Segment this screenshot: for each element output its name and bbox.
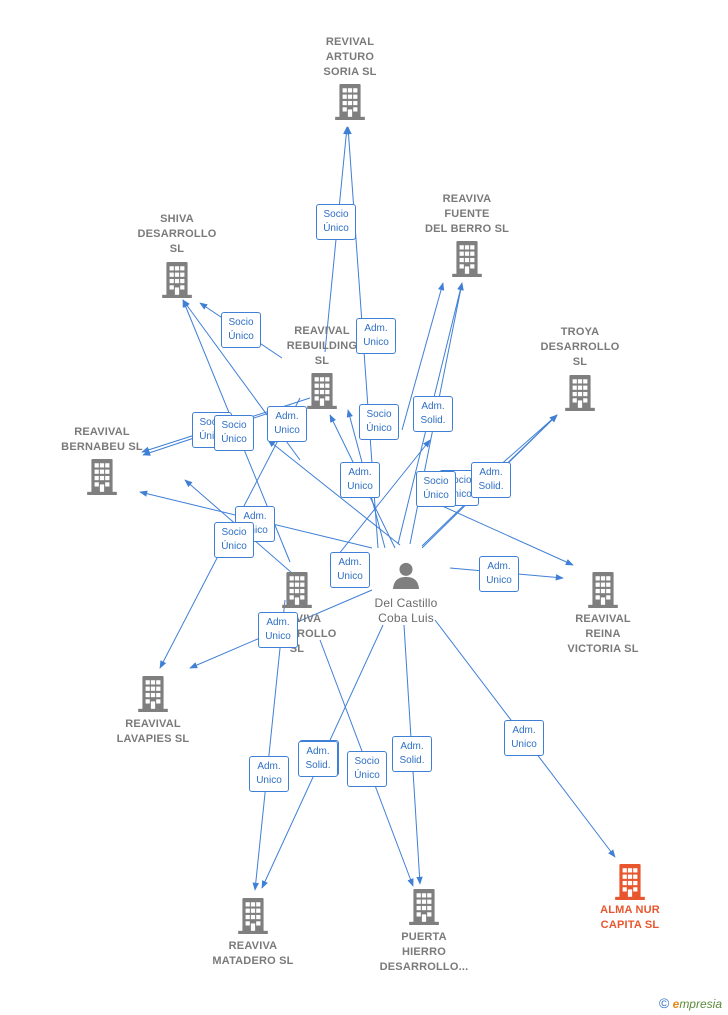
edge-label-21[interactable]: Adm. Solid. (392, 736, 432, 772)
edge-line-19 (329, 439, 431, 566)
building-icon[interactable] (588, 572, 618, 608)
edge-label-4[interactable]: Adm. Solid. (413, 396, 453, 432)
node-label-arturo[interactable]: REVIVAL ARTURO SORIA SL (323, 36, 377, 78)
building-icon[interactable] (138, 676, 168, 712)
edge-label-13[interactable]: Adm. Unico (235, 506, 275, 542)
edge-line-18 (267, 439, 401, 546)
node-label-puerta[interactable]: PUERTA HIERRO DESARROLLO... (379, 931, 469, 973)
building-icon[interactable] (282, 572, 312, 608)
node-label-rebuilding[interactable]: REAVIVAL REBUILDING SL (286, 325, 358, 367)
edge-label-5[interactable]: Socio Único (359, 404, 399, 440)
edge-line-7 (439, 504, 574, 566)
edge-line-16 (401, 282, 445, 431)
edge-label-6[interactable]: Adm. Unico (267, 406, 307, 442)
brand-logo[interactable]: empresia (672, 997, 722, 1011)
building-icon[interactable] (452, 241, 482, 277)
copyright-icon: © (658, 995, 670, 1011)
node-label-alma[interactable]: ALMA NUR CAPITA SL (600, 904, 660, 931)
edge-label-22[interactable]: Socio Único (347, 751, 387, 787)
node-label-shiva[interactable]: SHIVA DESARROLLO SL (137, 213, 217, 255)
building-icon[interactable] (615, 864, 645, 900)
edge-label-15[interactable]: Adm. Unico (330, 552, 370, 588)
node-label-matadero[interactable]: REAVIVA MATADERO SL (212, 940, 294, 967)
edge-label-8[interactable]: Socio Único (214, 415, 254, 451)
node-label-troya[interactable]: TROYA DESARROLLO SL (540, 326, 620, 368)
edge-label-3[interactable]: Socio Único (221, 312, 261, 348)
edge-label-17[interactable]: Adm. Unico (258, 612, 298, 648)
person-icon[interactable] (392, 562, 420, 589)
building-icon[interactable] (409, 889, 439, 925)
building-icon[interactable] (87, 459, 117, 495)
building-icon[interactable] (335, 84, 365, 120)
node-label-person[interactable]: Del Castillo Coba Luis (374, 596, 438, 625)
edge-label-19[interactable]: Adm. Unico (249, 756, 289, 792)
building-icon[interactable] (238, 898, 268, 934)
edge-label-12[interactable]: Adm. Unico (340, 462, 380, 498)
footer-brand: © empresia (659, 995, 722, 1011)
edge-label-10[interactable]: Socio Único (416, 471, 456, 507)
node-label-bernabeu[interactable]: REAVIVAL BERNABEU SL (61, 426, 143, 453)
building-icon[interactable] (565, 375, 595, 411)
building-icon[interactable] (162, 262, 192, 298)
edge-label-16[interactable]: Adm. Unico (479, 556, 519, 592)
edge-label-14[interactable]: Socio Único (214, 522, 254, 558)
edge-label-2[interactable]: Adm. Unico (356, 318, 396, 354)
building-icon[interactable] (307, 373, 337, 409)
edge-label-23[interactable]: Adm. Solid. (298, 741, 338, 777)
edge-line-24 (252, 599, 286, 891)
edge-label-18[interactable]: Adm. Unico (504, 720, 544, 756)
node-label-fuente[interactable]: REAVIVA FUENTE DEL BERRO SL (424, 193, 510, 235)
node-label-reina[interactable]: REAVIVAL REINA VICTORIA SL (567, 613, 639, 655)
node-label-lavapies[interactable]: REAVIVAL LAVAPIES SL (116, 718, 190, 745)
edge-label-11[interactable]: Adm. Solid. (471, 462, 511, 498)
edge-label-1[interactable]: Socio Único (316, 204, 356, 240)
